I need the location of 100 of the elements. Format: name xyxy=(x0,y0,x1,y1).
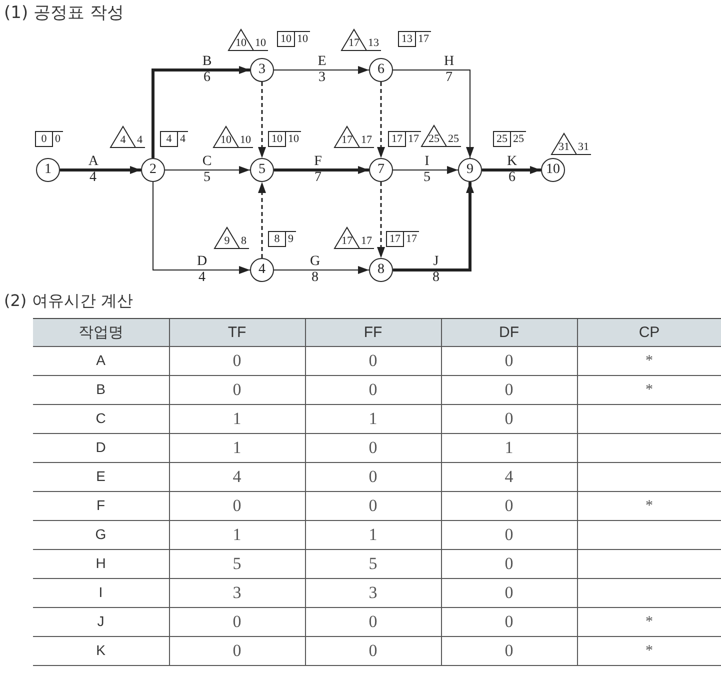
event-circle: 8 xyxy=(369,258,393,282)
table-value: 0 xyxy=(504,496,514,515)
time-value: 25 xyxy=(511,131,526,146)
table-value: 1 xyxy=(232,409,242,428)
time-box: 17 xyxy=(386,231,404,247)
critical-mark: * xyxy=(646,614,653,630)
dashed-arrow xyxy=(377,182,385,258)
time-value: 9 xyxy=(286,231,296,246)
arrow xyxy=(274,66,370,74)
time-triangle: 10 xyxy=(228,29,254,51)
event-circle: 2 xyxy=(141,158,165,182)
table-value: 0 xyxy=(232,641,242,660)
table-value: 0 xyxy=(368,380,378,399)
table-value: 1 xyxy=(368,409,378,428)
table-value: 3 xyxy=(368,583,378,602)
row-label: I xyxy=(98,584,103,600)
time-box: 4 xyxy=(160,131,178,147)
time-value: 4 xyxy=(178,131,188,146)
row-label: E xyxy=(96,468,106,484)
event-circle: 1 xyxy=(36,158,60,182)
time-value: 17 xyxy=(406,131,421,146)
table-value: 0 xyxy=(504,612,514,631)
time-box: 8 xyxy=(268,231,286,247)
critical-mark: * xyxy=(646,382,653,398)
edge-label: D 4 xyxy=(196,254,208,286)
edge-label: B 6 xyxy=(202,54,212,86)
table-value: 1 xyxy=(504,438,514,457)
column-header: TF xyxy=(228,324,246,340)
bold-arrow xyxy=(60,166,141,174)
critical-mark: * xyxy=(646,643,653,659)
edge-label: H 7 xyxy=(444,54,454,86)
table-value: 0 xyxy=(368,467,378,486)
event-circle: 6 xyxy=(369,58,393,82)
time-triangle: 17 xyxy=(341,29,367,51)
time-triangle: 17 xyxy=(334,227,360,249)
table-value: 0 xyxy=(504,525,514,544)
event-circle: 10 xyxy=(541,158,565,182)
event-circle: 3 xyxy=(250,58,274,82)
time-triangle: 9 xyxy=(214,227,240,249)
table-value: 5 xyxy=(232,554,242,573)
dashed-arrow xyxy=(258,82,266,158)
edge-label: K 6 xyxy=(506,154,518,186)
table-value: 0 xyxy=(368,496,378,515)
time-box: 25 xyxy=(493,131,511,147)
edge-label: C 5 xyxy=(202,154,212,186)
table-value: 0 xyxy=(504,641,514,660)
time-value: 25 xyxy=(447,133,461,147)
time-triangle: 31 xyxy=(551,133,577,155)
row-label: F xyxy=(96,497,106,513)
bold-arrow xyxy=(152,66,250,158)
table-value: 0 xyxy=(504,409,514,428)
table-value: 0 xyxy=(368,641,378,660)
event-circle: 4 xyxy=(250,258,274,282)
row-label: K xyxy=(96,642,106,658)
time-box: 10 xyxy=(268,131,286,147)
time-value: 17 xyxy=(360,134,374,148)
time-value: 10 xyxy=(239,134,253,148)
arrow xyxy=(392,70,474,158)
edge-label: E 3 xyxy=(318,54,326,86)
time-box: 0 xyxy=(35,131,53,147)
time-value: 10 xyxy=(286,131,301,146)
arrow xyxy=(164,166,250,174)
row-label: G xyxy=(95,526,106,542)
table-value: 0 xyxy=(232,380,242,399)
row-label: H xyxy=(96,555,106,571)
row-label: B xyxy=(96,381,106,397)
table-value: 0 xyxy=(232,496,242,515)
section-heading: (2) 여유시간 계산 xyxy=(4,291,133,310)
table-value: 1 xyxy=(232,525,242,544)
row-label: A xyxy=(96,352,106,368)
time-value: 10 xyxy=(254,37,268,51)
row-label: C xyxy=(96,410,106,426)
event-circle: 7 xyxy=(369,158,393,182)
bold-arrow xyxy=(274,166,369,174)
dashed-arrow xyxy=(258,182,266,258)
time-value: 17 xyxy=(404,231,419,246)
event-circle: 9 xyxy=(458,158,482,182)
table-value: 0 xyxy=(232,612,242,631)
table-value: 1 xyxy=(232,438,242,457)
table-value: 0 xyxy=(504,583,514,602)
table-value: 3 xyxy=(232,583,242,602)
time-value: 31 xyxy=(577,141,591,155)
time-value: 4 xyxy=(136,134,144,148)
table-value: 4 xyxy=(504,467,514,486)
time-triangle: 10 xyxy=(213,126,239,148)
time-value: 17 xyxy=(360,235,374,249)
table-value: 0 xyxy=(232,351,242,370)
event-circle: 5 xyxy=(250,158,274,182)
time-triangle: 25 xyxy=(421,125,447,147)
table-value: 1 xyxy=(368,525,378,544)
column-header: CP xyxy=(638,324,660,340)
table-value: 0 xyxy=(368,612,378,631)
column-header: 작업명 xyxy=(78,324,124,341)
bold-arrow xyxy=(482,166,541,174)
section-heading: (1) 공정표 작성 xyxy=(4,3,124,24)
table-value: 0 xyxy=(504,351,514,370)
time-value: 8 xyxy=(240,235,248,249)
arrow xyxy=(392,166,458,174)
dashed-arrow xyxy=(377,82,385,158)
time-value: 17 xyxy=(416,31,431,46)
